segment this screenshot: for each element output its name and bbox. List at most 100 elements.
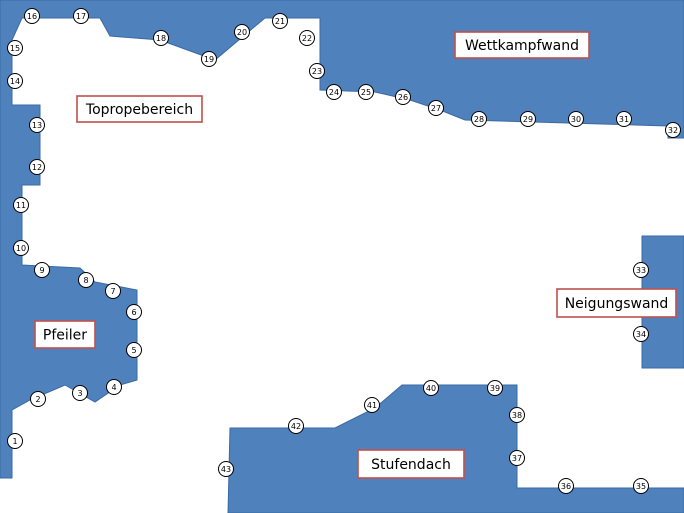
route-marker-circle bbox=[7, 433, 23, 449]
route-marker-circle bbox=[423, 380, 439, 396]
route-marker: 28 bbox=[471, 111, 487, 127]
route-marker-number: 12 bbox=[32, 163, 42, 172]
route-marker: 16 bbox=[24, 8, 40, 24]
area-label-text: Neigungswand bbox=[565, 296, 669, 312]
route-marker-circle bbox=[153, 30, 169, 46]
route-marker: 12 bbox=[29, 159, 45, 175]
route-marker-number: 32 bbox=[668, 126, 678, 135]
route-marker-number: 27 bbox=[431, 104, 441, 113]
route-marker-circle bbox=[633, 326, 649, 342]
route-marker-circle bbox=[509, 407, 525, 423]
route-marker: 43 bbox=[218, 461, 234, 477]
route-marker-number: 30 bbox=[571, 115, 581, 124]
area-label-stufendach: Stufendach bbox=[357, 449, 465, 479]
route-marker: 2 bbox=[30, 391, 46, 407]
route-marker-circle bbox=[13, 197, 29, 213]
route-marker-circle bbox=[395, 89, 411, 105]
route-marker-circle bbox=[126, 304, 142, 320]
route-marker-number: 35 bbox=[636, 482, 646, 491]
route-marker: 40 bbox=[423, 380, 439, 396]
route-marker: 38 bbox=[509, 407, 525, 423]
route-marker-number: 10 bbox=[16, 244, 26, 253]
route-marker-number: 41 bbox=[367, 401, 377, 410]
route-marker-circle bbox=[7, 73, 23, 89]
route-marker: 4 bbox=[106, 379, 122, 395]
route-marker-number: 31 bbox=[619, 115, 629, 124]
route-marker: 14 bbox=[7, 73, 23, 89]
route-marker-number: 21 bbox=[275, 17, 285, 26]
route-marker-circle bbox=[29, 117, 45, 133]
area-label-text: Stufendach bbox=[371, 457, 451, 473]
route-marker: 9 bbox=[34, 262, 50, 278]
route-marker-number: 18 bbox=[156, 34, 166, 43]
route-marker-circle bbox=[633, 262, 649, 278]
route-marker-circle bbox=[13, 240, 29, 256]
route-marker-circle bbox=[272, 13, 288, 29]
route-marker-circle bbox=[72, 385, 88, 401]
wall-main-left-top bbox=[0, 0, 684, 479]
area-label-box bbox=[357, 449, 465, 479]
wall-stufendach bbox=[227, 384, 684, 513]
route-marker-number: 33 bbox=[636, 266, 646, 275]
route-marker-circle bbox=[24, 8, 40, 24]
route-marker-number: 37 bbox=[512, 454, 522, 463]
route-marker: 36 bbox=[558, 478, 574, 494]
route-marker-circle bbox=[471, 111, 487, 127]
route-marker: 13 bbox=[29, 117, 45, 133]
area-label-pfeiler: Pfeiler bbox=[34, 320, 96, 349]
route-marker-number: 25 bbox=[361, 88, 371, 97]
area-label-neigungswand: Neigungswand bbox=[556, 288, 677, 318]
route-marker-number: 19 bbox=[204, 55, 214, 64]
route-marker: 17 bbox=[73, 8, 89, 24]
route-marker-number: 42 bbox=[291, 422, 301, 431]
route-marker-circle bbox=[7, 40, 23, 56]
route-marker: 32 bbox=[665, 122, 681, 138]
route-marker: 8 bbox=[78, 272, 94, 288]
route-marker: 6 bbox=[126, 304, 142, 320]
route-marker-number: 8 bbox=[83, 276, 88, 285]
route-marker: 21 bbox=[272, 13, 288, 29]
route-marker: 25 bbox=[358, 84, 374, 100]
route-marker-number: 43 bbox=[221, 465, 231, 474]
route-marker-number: 34 bbox=[636, 330, 646, 339]
route-marker-number: 24 bbox=[329, 88, 339, 97]
route-marker: 18 bbox=[153, 30, 169, 46]
route-marker-number: 4 bbox=[111, 383, 116, 392]
route-marker-number: 20 bbox=[237, 28, 247, 37]
route-marker: 34 bbox=[633, 326, 649, 342]
route-marker-number: 5 bbox=[131, 346, 136, 355]
route-marker-circle bbox=[326, 84, 342, 100]
route-marker: 20 bbox=[234, 24, 250, 40]
route-marker-circle bbox=[201, 51, 217, 67]
route-marker-circle bbox=[568, 111, 584, 127]
route-marker-circle bbox=[34, 262, 50, 278]
route-marker: 42 bbox=[288, 418, 304, 434]
route-marker: 19 bbox=[201, 51, 217, 67]
route-marker: 24 bbox=[326, 84, 342, 100]
route-marker-circle bbox=[309, 63, 325, 79]
route-marker-circle bbox=[288, 418, 304, 434]
route-marker-number: 1 bbox=[12, 437, 17, 446]
area-label-box bbox=[454, 31, 590, 59]
area-label-box bbox=[556, 288, 677, 318]
route-marker-number: 38 bbox=[512, 411, 522, 420]
route-marker-circle bbox=[29, 159, 45, 175]
route-marker-number: 39 bbox=[490, 384, 500, 393]
route-marker: 11 bbox=[13, 197, 29, 213]
area-label-box bbox=[76, 95, 203, 123]
route-marker-number: 28 bbox=[474, 115, 484, 124]
route-marker: 41 bbox=[364, 397, 380, 413]
route-marker-number: 6 bbox=[131, 308, 136, 317]
route-marker: 39 bbox=[487, 380, 503, 396]
route-marker: 3 bbox=[72, 385, 88, 401]
route-marker-circle bbox=[364, 397, 380, 413]
route-marker: 37 bbox=[509, 450, 525, 466]
route-marker-number: 16 bbox=[27, 12, 37, 21]
route-marker: 7 bbox=[105, 283, 121, 299]
route-marker-circle bbox=[106, 379, 122, 395]
route-marker-number: 29 bbox=[523, 115, 533, 124]
area-label-box bbox=[34, 320, 96, 349]
route-marker: 23 bbox=[309, 63, 325, 79]
